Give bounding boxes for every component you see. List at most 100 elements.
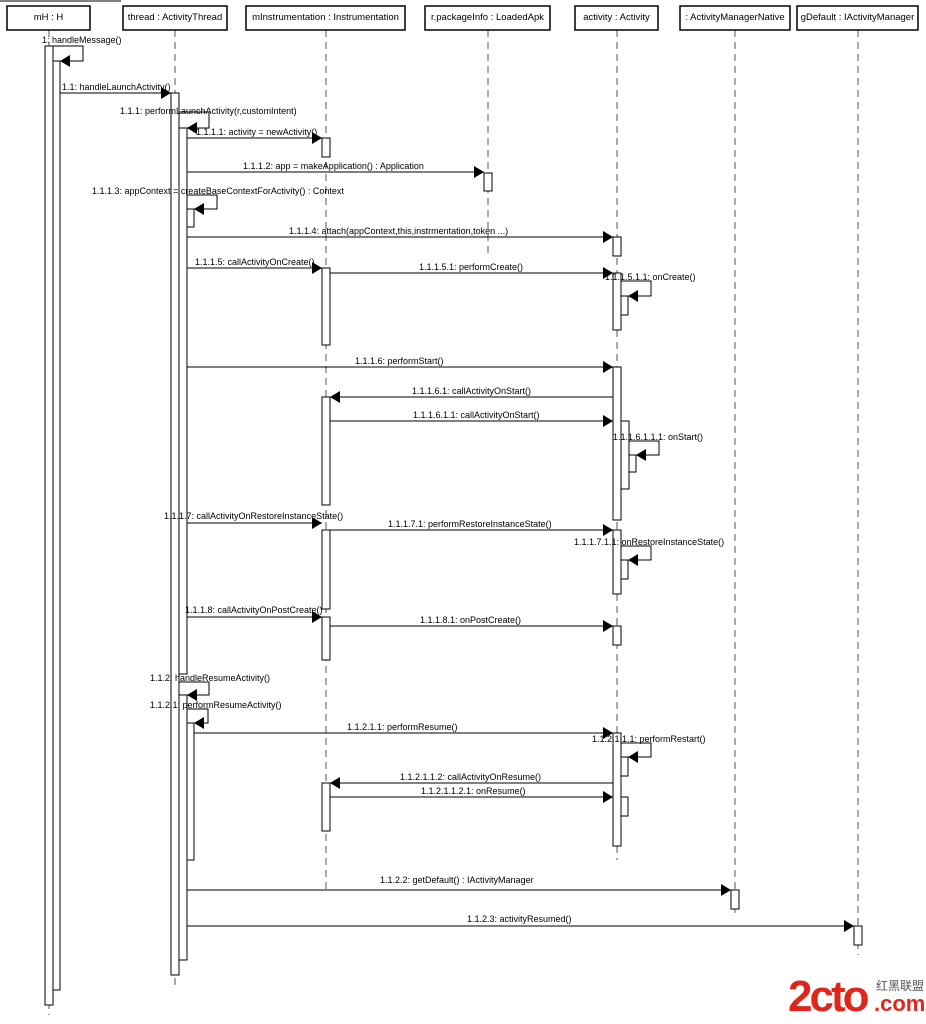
lifeline-packageInfo: r.packageInfo : LoadedApk [424, 5, 551, 255]
self-call-line [187, 194, 218, 210]
activation-bar [178, 127, 188, 675]
message-label: 1.1.2.1.1: performResume() [347, 722, 458, 732]
activation-bar [186, 722, 195, 861]
message-1-1-1-7-1-1[interactable]: 1.1.1.7.1.1: onRestoreInstanceState() [574, 537, 724, 566]
activation-bar [483, 172, 493, 192]
message-label: 1.1: handleLaunchActivity() [62, 82, 171, 92]
activation-bar [44, 45, 54, 1006]
message-label: 1.1.1.2: app = makeApplication() : Appli… [243, 161, 424, 171]
message-1-1-1-8[interactable]: 1.1.1.8: callActivityOnPostCreate() [185, 605, 323, 623]
message-label: 1.1.2.3: activityResumed() [467, 914, 572, 924]
message-1-1-1-5-1[interactable]: 1.1.1.5.1: performCreate() [330, 262, 613, 279]
activation-bar [620, 756, 629, 777]
arrowhead-icon [330, 391, 340, 403]
lifeline-header-box[interactable] [122, 5, 228, 31]
lifeline-label: : ActivityManagerNative [685, 12, 784, 23]
lifeline-header-box[interactable] [424, 5, 551, 31]
message-1-1-1-6-1-1[interactable]: 1.1.1.6.1.1: callActivityOnStart() [330, 410, 613, 427]
message-1-1-1-5[interactable]: 1.1.1.5: callActivityOnCreate() [187, 257, 322, 274]
activation-bar [620, 796, 629, 817]
message-1-1-2-3[interactable]: 1.1.2.3: activityResumed() [187, 914, 854, 932]
message-1-1-1-5-1-1[interactable]: 1.1.1.5.1.1: onCreate() [605, 272, 696, 302]
message-1-1-2-1-1[interactable]: 1.1.2.1.1: performResume() [194, 722, 613, 739]
activation-bar [321, 616, 331, 661]
lifeline-label: thread : ActivityThread [128, 12, 223, 23]
arrowhead-icon [628, 554, 638, 566]
activation-bar [853, 925, 863, 946]
activation-bar [612, 236, 622, 257]
lifeline-label: mInstrumentation : Instrumentation [252, 12, 399, 23]
message-label: 1.1.1.5: callActivityOnCreate() [195, 257, 315, 267]
arrowhead-icon [312, 611, 322, 623]
lifeline-label: r.packageInfo : LoadedApk [431, 12, 544, 23]
message-label: 1.1.2.1.1.2.1: onResume() [421, 786, 526, 796]
arrowhead-icon [187, 122, 197, 134]
activation-bar [628, 454, 637, 473]
message-label: 1.1.1: performLaunchActivity(r,customInt… [120, 106, 297, 116]
message-label: 1.1.2.1.1.2: callActivityOnResume() [400, 772, 541, 782]
arrowhead-icon [603, 361, 613, 373]
message-1-1-1[interactable]: 1.1.1: performLaunchActivity(r,customInt… [120, 106, 297, 134]
arrowhead-icon [312, 262, 322, 274]
activation-bar [321, 396, 331, 506]
activation-bar [178, 694, 188, 961]
activation-bar [321, 137, 331, 158]
message-label: 1.1.1.5.1.1: onCreate() [605, 272, 696, 282]
lifeline-mInstrumentation: mInstrumentation : Instrumentation [245, 5, 406, 890]
message-1[interactable]: 1: handleMessage() [42, 35, 122, 67]
message-1-1-1-2[interactable]: 1.1.1.2: app = makeApplication() : Appli… [187, 161, 484, 178]
message-1-1-2-2[interactable]: 1.1.2.2: getDefault() : IActivityManager [187, 875, 731, 896]
message-label: 1.1.1.7: callActivityOnRestoreInstanceSt… [164, 511, 343, 521]
self-call-line [179, 111, 210, 129]
arrowhead-icon [603, 267, 613, 279]
message-1-1-1-7[interactable]: 1.1.1.7: callActivityOnRestoreInstanceSt… [164, 511, 343, 529]
message-label: 1.1.1.6.1.1.1: onStart() [613, 432, 703, 442]
message-label: 1.1.1.6: performStart() [355, 356, 444, 366]
activation-bar [170, 92, 180, 976]
lifeline-label: gDefault : IActivityManager [801, 12, 915, 23]
arrowhead-icon [844, 920, 854, 932]
activation-bar [620, 295, 629, 316]
arrowhead-icon [312, 132, 322, 144]
message-label: 1.1.1.8.1: onPostCreate() [420, 615, 521, 625]
arrowhead-icon [312, 517, 322, 529]
lifeline-header-box[interactable] [796, 5, 919, 31]
arrowhead-icon [161, 87, 171, 99]
message-1-1-1-4[interactable]: 1.1.1.4: attach(appContext,this,instrmen… [187, 226, 613, 243]
message-1-1-1-8-1[interactable]: 1.1.1.8.1: onPostCreate() [330, 615, 613, 632]
message-1-1[interactable]: 1.1: handleLaunchActivity() [60, 82, 171, 99]
arrowhead-icon [194, 203, 204, 215]
watermark-logo: 2cto 红黑联盟 .com [788, 975, 926, 1020]
message-1-1-2-1-1-2[interactable]: 1.1.2.1.1.2: callActivityOnResume() [330, 772, 613, 789]
lifeline-header-box[interactable] [574, 5, 659, 31]
message-1-1-1-7-1[interactable]: 1.1.1.7.1: performRestoreInstanceState() [330, 519, 613, 536]
arrowhead-icon [603, 620, 613, 632]
message-1-1-2[interactable]: 1.1.2: handleResumeActivity() [150, 673, 270, 701]
message-label: 1.1.1.6.1: callActivityOnStart() [412, 386, 531, 396]
arrowhead-icon [330, 777, 340, 789]
message-1-1-2-1-1-1[interactable]: 1.1.2.1.1.1: performRestart() [592, 734, 706, 763]
message-label: 1.1.1.1: activity = newActivity() [196, 127, 317, 137]
activation-bar [612, 625, 622, 646]
self-call-line [629, 440, 660, 456]
self-call-line [53, 45, 84, 62]
arrowhead-icon [628, 751, 638, 763]
message-1-1-1-6-1-1-1[interactable]: 1.1.1.6.1.1.1: onStart() [613, 432, 703, 461]
watermark-chinese: 红黑联盟 [876, 979, 925, 993]
arrowhead-icon [474, 166, 484, 178]
lifeline-header-box[interactable] [6, 5, 91, 31]
lifeline-gDefault: gDefault : IActivityManager [796, 5, 919, 955]
message-1-1-1-3[interactable]: 1.1.1.3: appContext = createBaseContextF… [92, 186, 344, 215]
arrowhead-icon [721, 884, 731, 896]
lifeline-header-box[interactable] [679, 5, 791, 31]
activation-bar [52, 60, 61, 991]
lifeline-header-box[interactable] [245, 5, 406, 31]
message-1-1-1-6-1[interactable]: 1.1.1.6.1: callActivityOnStart() [330, 386, 613, 403]
message-1-1-2-1[interactable]: 1.1.2.1: performResumeActivity() [150, 700, 282, 729]
message-1-1-1-6[interactable]: 1.1.1.6: performStart() [187, 356, 613, 373]
message-label: 1.1.1.7.1.1: onRestoreInstanceState() [574, 537, 724, 547]
message-1-1-1-1[interactable]: 1.1.1.1: activity = newActivity() [187, 127, 322, 144]
activation-bar [612, 732, 622, 847]
message-1-1-2-1-1-2-1[interactable]: 1.1.2.1.1.2.1: onResume() [330, 786, 613, 803]
